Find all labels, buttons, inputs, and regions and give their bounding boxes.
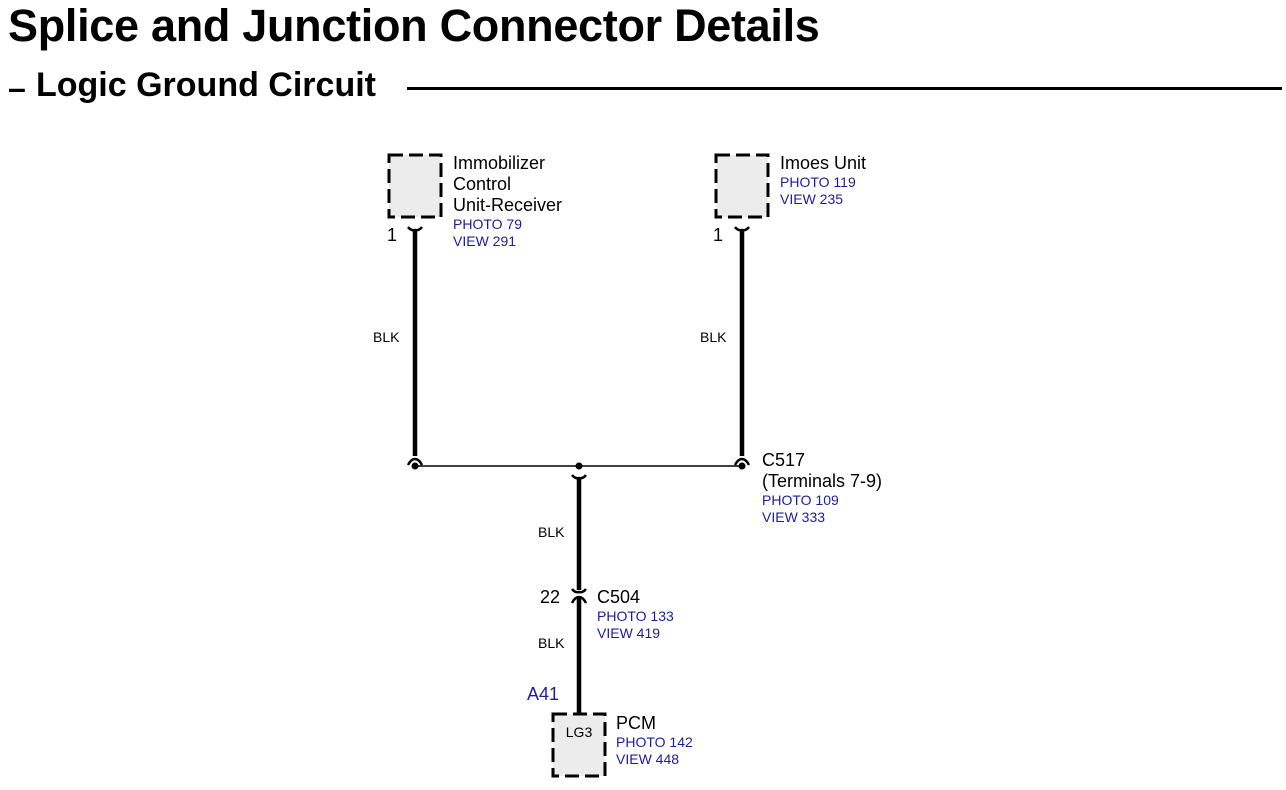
section-title: Logic Ground Circuit [36, 66, 376, 104]
immobilizer-photo-link[interactable]: PHOTO 79 [453, 216, 522, 232]
pcm-terminal: LG3 [566, 724, 593, 740]
section-dash: – [8, 70, 26, 106]
junction-bus [411, 462, 746, 470]
immobilizer-name-line-1: Immobilizer [453, 153, 545, 173]
c517-photo-link[interactable]: PHOTO 109 [762, 492, 839, 508]
left-wire-color: BLK [373, 329, 400, 345]
left-wire [406, 226, 424, 466]
c504-pin: 22 [540, 587, 560, 607]
immobilizer-pin: 1 [387, 225, 397, 245]
c504-connector-symbol [570, 588, 588, 604]
imoes-pin: 1 [713, 225, 723, 245]
c517-name: C517 [762, 450, 805, 470]
c517-view-link[interactable]: VIEW 333 [762, 509, 825, 525]
pcm-view-link[interactable]: VIEW 448 [616, 751, 679, 767]
center-wire-upper [571, 474, 587, 590]
imoes-name-line-1: Imoes Unit [780, 153, 866, 173]
page-title: Splice and Junction Connector Details [8, 0, 820, 51]
c517-note: (Terminals 7-9) [762, 471, 882, 491]
pcm-name: PCM [616, 713, 656, 733]
immobilizer-view-link[interactable]: VIEW 291 [453, 233, 516, 249]
section-divider [407, 87, 1282, 90]
center-upper-wire-color: BLK [538, 524, 565, 540]
c504-name: C504 [597, 587, 640, 607]
pcm-pin: A41 [527, 684, 559, 704]
imoes-component[interactable] [714, 153, 770, 219]
immobilizer-component[interactable] [387, 153, 443, 219]
imoes-view-link[interactable]: VIEW 235 [780, 191, 843, 207]
pcm-component[interactable] [551, 712, 607, 778]
right-wire [733, 226, 751, 466]
right-wire-color: BLK [700, 329, 727, 345]
c504-view-link[interactable]: VIEW 419 [597, 625, 660, 641]
immobilizer-name-line-2: Control [453, 174, 511, 194]
center-lower-wire-color: BLK [538, 635, 565, 651]
pcm-photo-link[interactable]: PHOTO 142 [616, 734, 693, 750]
c504-photo-link[interactable]: PHOTO 133 [597, 608, 674, 624]
immobilizer-name-line-3: Unit-Receiver [453, 195, 562, 215]
imoes-photo-link[interactable]: PHOTO 119 [780, 174, 856, 190]
